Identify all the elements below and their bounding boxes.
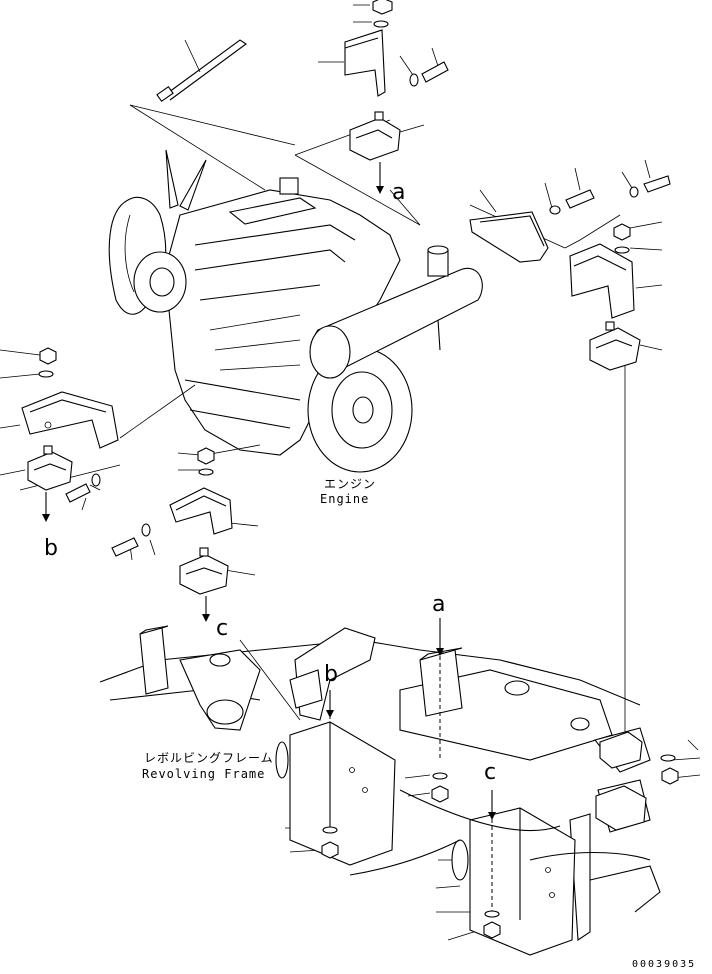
ref-letter-a-top: a [392,180,406,205]
mount-group-right [469,175,671,371]
revolving-frame [99,625,661,956]
mount-group-c [111,447,233,622]
engine-label-jp: エンジン [324,477,377,491]
mount-group-b [21,347,119,522]
frame-label-jp: レボルビングフレーム [144,751,274,765]
engine-assembly [108,39,483,473]
ref-letter-b-frame: b [324,662,338,687]
engine-label-en: Engine [320,492,370,506]
ref-letter-b-left: b [44,536,58,561]
ref-letter-c-frame: c [484,760,497,785]
frame-label-en: Revolving Frame [142,767,266,781]
ref-letter-c-left: c [216,616,229,641]
document-number: 00039035 [632,959,697,970]
frame-fasteners [321,618,679,939]
ref-letter-a-frame: a [432,592,446,617]
mount-group-a [344,0,449,194]
